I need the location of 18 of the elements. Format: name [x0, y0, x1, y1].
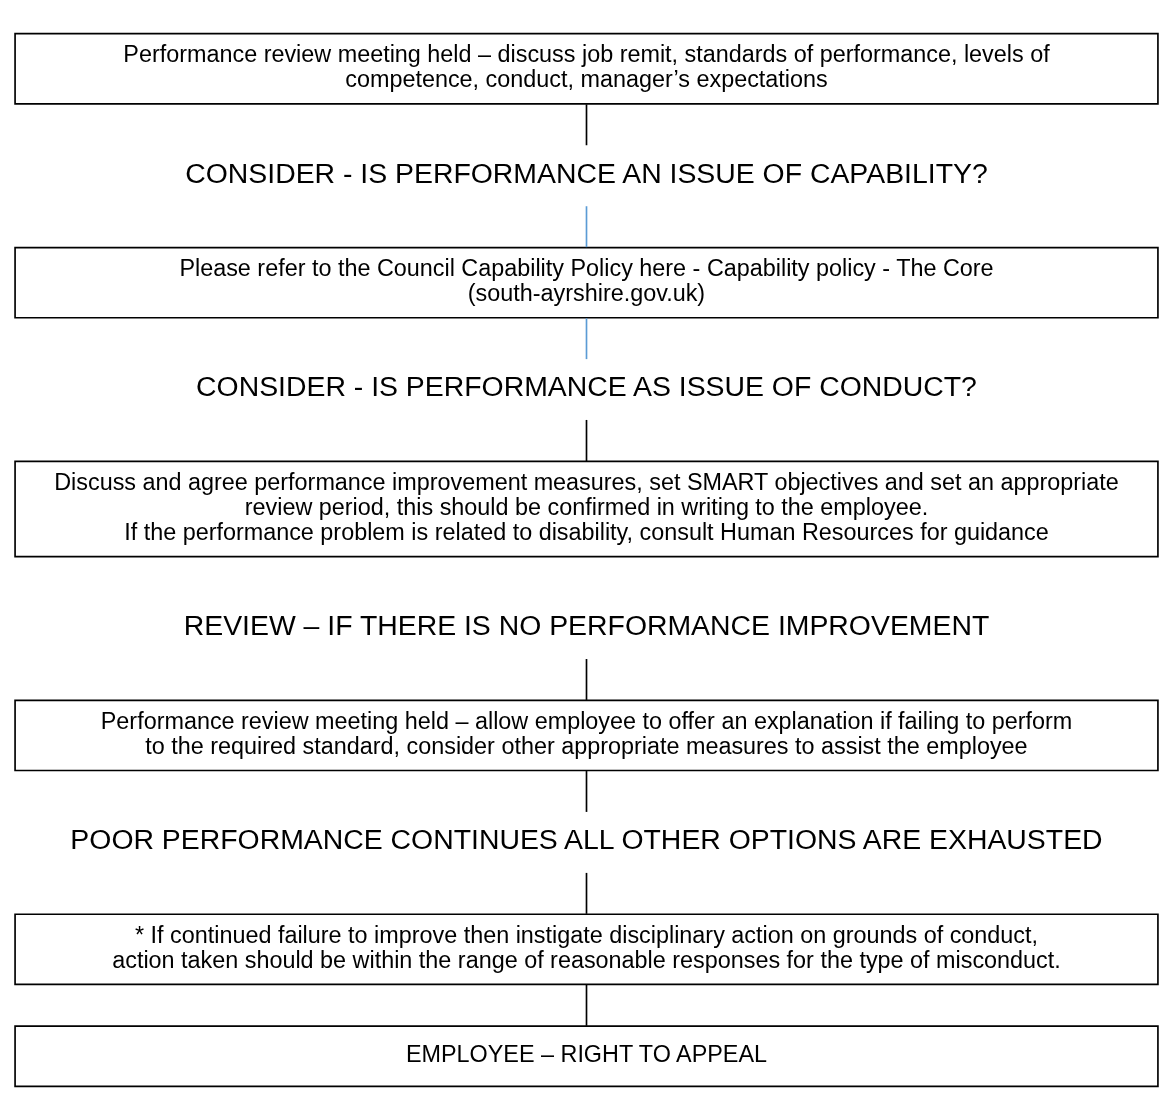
connector — [585, 983, 588, 1027]
node-box: * If continued failure to improve then instigate disciplinary action on grounds of conduct, action taken should be within the range of reasonable responses for the type of misconduct. — [14, 912, 1159, 985]
connector — [585, 657, 588, 701]
node-box: Please refer to the Council Capability Policy here - Capability policy - The Core (south-ayrshire.gov.uk) — [14, 246, 1159, 319]
node-text: POOR PERFORMANCE CONTINUES ALL OTHER OPTIONS ARE EXHAUSTED — [70, 822, 1103, 855]
connector — [585, 316, 588, 360]
connector — [585, 204, 588, 248]
connector — [585, 769, 588, 813]
node-box: Discuss and agree performance improvement measures, set SMART objectives and set an appropriate review period, this should be confirmed in writing to the employee. If the performance problem is related to disability, consult Human Resources for guidance — [14, 460, 1159, 557]
connector — [585, 418, 588, 462]
node-box: Performance review meeting held – allow employee to offer an explanation if failing to perform to the required standard, consider other appropriate measures to assist the employee — [14, 699, 1159, 771]
node-text: REVIEW – IF THERE IS NO PERFORMANCE IMPROVEMENT — [183, 608, 990, 641]
node-box: Performance review meeting held – discuss job remit, standards of performance, levels of competence, conduct, manager’s expectations — [14, 32, 1159, 105]
connector — [585, 871, 588, 915]
node-text: CONSIDER - IS PERFORMANCE AS ISSUE OF CONDUCT? — [196, 369, 977, 402]
node-box: EMPLOYEE – RIGHT TO APPEAL — [14, 1024, 1159, 1087]
node-text: CONSIDER - IS PERFORMANCE AN ISSUE OF CAPABILITY? — [185, 156, 988, 189]
connector — [585, 103, 588, 146]
